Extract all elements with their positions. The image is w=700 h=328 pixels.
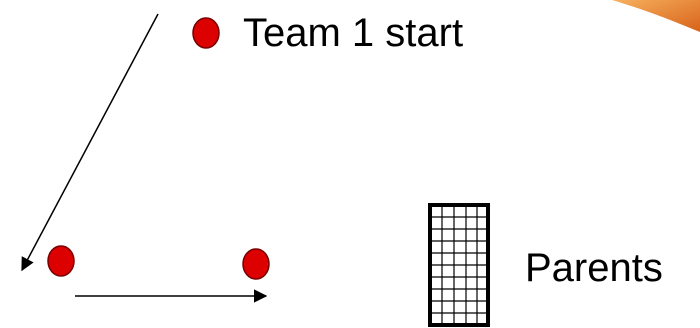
bottom-right-cone-icon [242, 248, 270, 280]
team-start-cone-icon [192, 17, 220, 49]
parents-grid-icon [428, 203, 490, 327]
diagonal-arrow [21, 13, 159, 272]
parents-label: Parents [525, 246, 663, 290]
orange-swoosh-icon [612, 0, 700, 32]
bottom-left-cone-icon [47, 245, 75, 277]
team-start-label: Team 1 start [243, 11, 463, 55]
